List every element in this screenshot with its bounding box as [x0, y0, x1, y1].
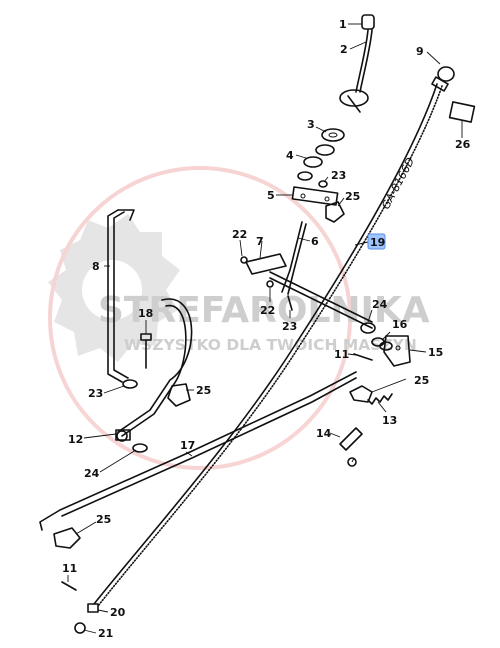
- part-1-knob: [361, 14, 375, 30]
- part-25-clip-bottom: [53, 527, 81, 549]
- watermark-brand: STREFAROLNIKA: [98, 290, 430, 331]
- part-26-plate: [448, 101, 476, 123]
- callout-24-left: 24: [84, 467, 100, 480]
- callout-23-top: 23: [331, 169, 346, 182]
- callout-14: 14: [316, 427, 332, 440]
- part-19-highlight: [367, 233, 386, 250]
- part-17-rod: [39, 371, 357, 531]
- callout-18: 18: [138, 307, 153, 320]
- part-20-cable-end: [87, 603, 99, 613]
- part-10-nut: [347, 457, 357, 467]
- callout-24-right: 24: [372, 298, 388, 311]
- callout-21: 21: [98, 627, 113, 640]
- callout-6: 6: [311, 235, 319, 248]
- callout-22-left: 22: [232, 228, 247, 241]
- part-23-pin-mid: [287, 295, 293, 311]
- callout-25-top: 25: [345, 190, 360, 203]
- callout-1: 1: [339, 18, 347, 31]
- callout-23-left: 23: [88, 387, 103, 400]
- callout-labels: 1 2 9 26 3 4 23 5 25 6 7 22 19 8 22 23 2…: [62, 18, 471, 640]
- callout-11-right: 11: [334, 348, 349, 361]
- part-25-clip-top: [325, 201, 345, 223]
- callout-15: 15: [428, 346, 443, 359]
- callout-16: 16: [392, 318, 408, 331]
- part-11-pin-right: [353, 353, 373, 361]
- part-11-pin-bottom: [61, 581, 77, 591]
- part-22-nut-mid: [266, 280, 274, 288]
- part-9-knob: [431, 66, 455, 92]
- callout-2: 2: [340, 43, 348, 56]
- callout-25-mid: 25: [196, 384, 211, 397]
- bent-rod: [117, 298, 193, 437]
- part-7-bracket: [245, 253, 373, 329]
- part-21-clip: [74, 622, 86, 634]
- part-24-washer-left: [132, 443, 148, 453]
- callout-3: 3: [307, 118, 315, 131]
- callout-22-mid: 22: [260, 304, 275, 317]
- leader-lines: [67, 23, 463, 634]
- callout-17: 17: [180, 439, 195, 452]
- callout-4: 4: [286, 149, 294, 162]
- part-22-nut-left: [240, 256, 248, 264]
- part-14-bracket: [339, 427, 363, 451]
- part-3-washer: [321, 128, 345, 142]
- part-23-washer-top: [318, 180, 328, 188]
- watermark: STREFAROLNIKA WSZYSTKO DLA TWOICH MASZYN: [48, 166, 430, 470]
- part-2-lever: [339, 29, 373, 113]
- part-4-washers: [297, 144, 335, 181]
- part-25-clip-right: [349, 385, 373, 403]
- part-13-spring: [367, 393, 393, 405]
- cable-code-text: GA-8166D: [379, 155, 417, 211]
- callout-11-bottom: 11: [62, 562, 77, 575]
- part-15-bracket: [383, 335, 411, 367]
- watermark-tagline: WSZYSTKO DLA TWOICH MASZYN: [124, 336, 417, 354]
- part-8-rod: [107, 209, 135, 383]
- part-5-bracket: [291, 186, 339, 206]
- callout-25-bottom: 25: [96, 513, 111, 526]
- callout-19: 19: [370, 236, 385, 249]
- callout-7: 7: [256, 235, 264, 248]
- callout-13: 13: [382, 414, 397, 427]
- callout-20: 20: [110, 606, 126, 619]
- part-24-washer-right: [360, 322, 376, 334]
- part-12-fitting: [115, 429, 131, 442]
- callout-23-mid: 23: [282, 320, 297, 333]
- callout-5: 5: [267, 189, 275, 202]
- part-23-washer-left: [122, 379, 138, 389]
- callout-8: 8: [92, 260, 100, 273]
- callout-12: 12: [68, 433, 83, 446]
- callout-25-right: 25: [414, 374, 429, 387]
- part-25-clip-mid: [167, 383, 191, 407]
- callout-26: 26: [455, 138, 471, 151]
- callout-9: 9: [416, 45, 424, 58]
